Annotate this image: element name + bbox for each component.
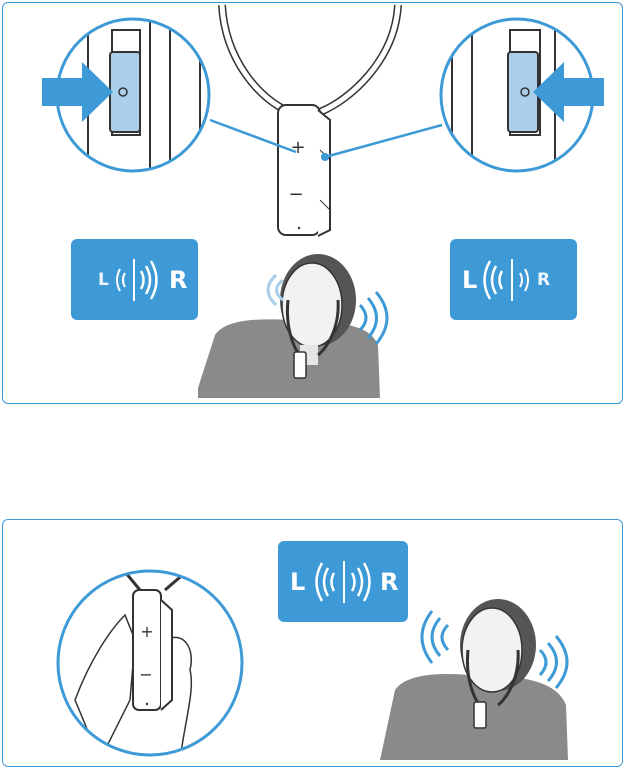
sound-waves-icon	[480, 259, 540, 301]
neckband-device-top	[222, 5, 398, 236]
balance-right-letter: R	[380, 570, 398, 594]
sound-waves-icon	[312, 561, 376, 603]
connector-line-right	[325, 125, 442, 157]
balance-indicator-centered: L R	[278, 541, 408, 622]
device-minus-label: −	[288, 184, 303, 205]
balance-left-letter: L	[462, 268, 477, 292]
balance-indicator-left-emphasis: L R	[450, 239, 577, 320]
device-plus-label: +	[290, 137, 305, 158]
balance-left-letter: L	[290, 570, 305, 594]
balance-right-letter: R	[169, 268, 187, 292]
connector-dot	[321, 153, 329, 161]
person-illustration-top	[198, 254, 387, 398]
balance-right-letter: R	[537, 272, 550, 289]
balance-left-letter: L	[98, 272, 109, 289]
balance-indicator-right-emphasis: L R	[71, 239, 198, 320]
sound-waves-icon	[111, 259, 171, 301]
